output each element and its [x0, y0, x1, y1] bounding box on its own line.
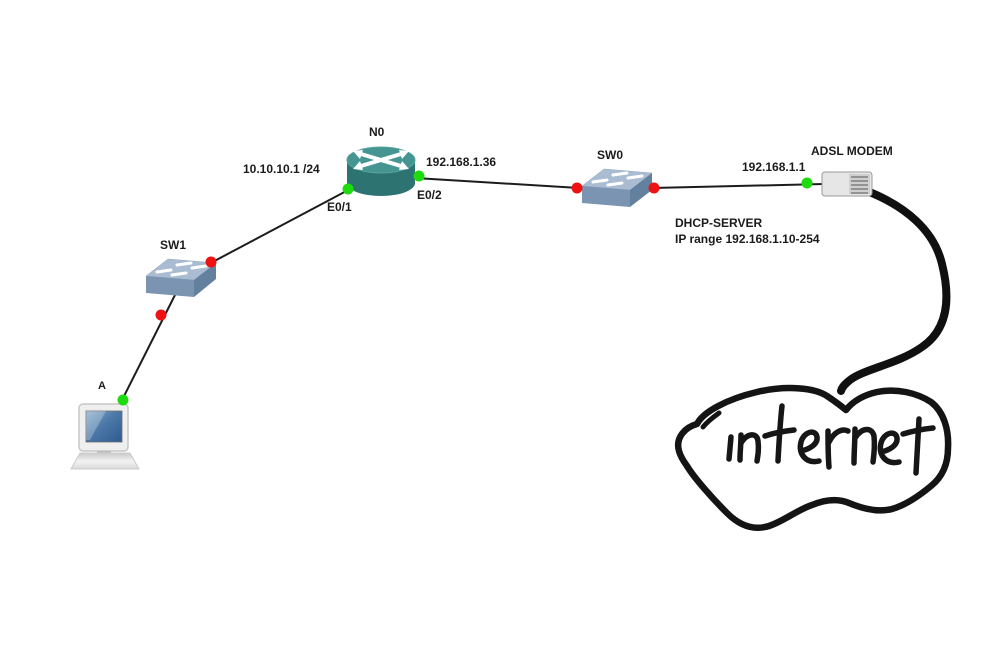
link-pc-sw1 — [116, 292, 177, 411]
sw0-name-label: SW0 — [597, 148, 624, 162]
internet-handwriting — [726, 403, 936, 476]
interface-e01-label: E0/1 — [327, 200, 352, 214]
router-name-label: N0 — [369, 125, 385, 139]
router-arrows-icon — [359, 152, 403, 168]
modem-ip-label: 192.168.1.1 — [742, 160, 806, 174]
cloud-outline — [674, 384, 952, 532]
hand-drawn-cable — [837, 187, 951, 395]
sw1-front — [146, 276, 194, 297]
port-up-dot-router-e02 — [413, 170, 425, 182]
pc-screen-gloss — [86, 411, 106, 440]
modem-grill-lines — [851, 176, 868, 194]
dhcp-server-label: DHCP-SERVER — [675, 216, 763, 230]
adsl-modem-device[interactable]: ADSL MODEM — [821, 171, 873, 197]
port-down-dot-sw1-bottom — [155, 309, 167, 321]
pc-keyboard — [70, 452, 140, 470]
internet-cloud[interactable]: internet — [674, 384, 952, 532]
network-links — [116, 177, 825, 411]
adsl-modem-name-label: ADSL MODEM — [811, 144, 893, 158]
wan-ip-label: 192.168.1.36 — [426, 155, 497, 169]
sw1-arrows-icon — [155, 261, 208, 277]
switch-sw1-device[interactable]: SW1 — [145, 258, 217, 297]
cloud-notch-mark — [700, 410, 722, 430]
port-up-dot-pc — [117, 394, 129, 406]
port-down-dot-sw0-right — [648, 182, 660, 194]
port-down-dot-sw1-top — [205, 256, 217, 268]
lan-ip-label: 10.10.10.1 /24 — [243, 162, 320, 176]
link-router-sw0 — [414, 177, 580, 189]
switch-sw0-device[interactable]: SW0 — [581, 168, 653, 207]
pc-name-label: A — [98, 380, 106, 392]
sw1-side — [194, 263, 216, 297]
port-up-dot-modem — [801, 177, 813, 189]
router-arrowheads — [353, 150, 409, 170]
dhcp-range-label: IP range 192.168.1.10-254 — [675, 232, 820, 246]
pc-device[interactable]: A — [70, 403, 140, 470]
interface-e02-label: E0/2 — [417, 188, 442, 202]
router-device[interactable]: N0 — [346, 146, 416, 196]
sw1-name-label: SW1 — [160, 238, 187, 252]
link-sw0-modem — [651, 183, 825, 189]
sw0-front — [582, 186, 630, 207]
port-up-dot-router-e01 — [342, 183, 354, 195]
link-sw1-router — [204, 187, 353, 267]
pc-screen — [85, 410, 123, 443]
port-status-dots — [117, 170, 813, 406]
sw0-arrows-icon — [591, 171, 644, 187]
port-down-dot-sw0-left — [571, 182, 583, 194]
sw0-side — [630, 173, 652, 207]
